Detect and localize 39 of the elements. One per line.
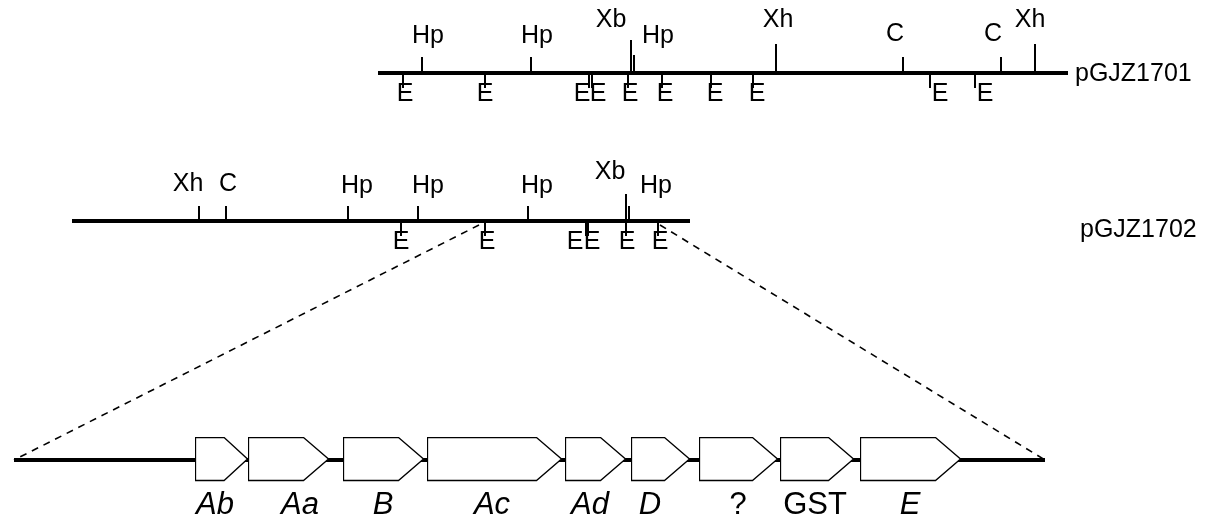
- gene-label: ?: [729, 487, 747, 521]
- restriction-site-label: Hp: [521, 170, 553, 198]
- restriction-site-label: C: [218, 168, 238, 196]
- gene-label: E: [899, 487, 921, 521]
- restriction-site-label: E: [392, 226, 410, 254]
- gene-label: B: [372, 487, 394, 521]
- plasmid-name: pGJZ1702: [1080, 214, 1197, 242]
- restriction-site-label: E: [651, 226, 669, 254]
- gene-label: GST: [783, 487, 847, 521]
- restriction-site-label: E: [656, 78, 674, 106]
- restriction-site-label: Hp: [521, 20, 553, 48]
- restriction-site-label: E: [476, 78, 494, 106]
- restriction-site-label: E: [976, 78, 994, 106]
- restriction-site-label: E: [573, 78, 591, 106]
- restriction-site-label: Xb: [595, 4, 627, 32]
- restriction-site-label: E: [566, 226, 584, 254]
- gene-label: Aa: [281, 487, 319, 521]
- restriction-site-label: C: [885, 18, 905, 46]
- restriction-site-label: Hp: [642, 20, 674, 48]
- restriction-site-label: Xb: [594, 156, 626, 184]
- restriction-site-label: E: [618, 226, 636, 254]
- restriction-site-label: Hp: [640, 170, 672, 198]
- gene-label: Ad: [571, 487, 609, 521]
- restriction-site-label: Hp: [412, 20, 444, 48]
- restriction-site-label: E: [621, 78, 639, 106]
- restriction-site-label: Xh: [762, 4, 794, 32]
- plasmid-name: pGJZ1701: [1075, 58, 1192, 86]
- restriction-site-label: Hp: [341, 170, 373, 198]
- restriction-site-label: E: [931, 78, 949, 106]
- restriction-site-label: E: [478, 226, 496, 254]
- restriction-site-label: Xh: [1014, 4, 1046, 32]
- gene-label: D: [638, 487, 662, 521]
- gene-label: Ab: [196, 487, 234, 521]
- restriction-site-label: C: [983, 18, 1003, 46]
- restriction-site-label: Xh: [172, 168, 204, 196]
- restriction-site-label: Hp: [412, 170, 444, 198]
- gene-label: Ac: [473, 487, 511, 521]
- restriction-site-label: E: [589, 78, 607, 106]
- restriction-site-label: E: [396, 78, 414, 106]
